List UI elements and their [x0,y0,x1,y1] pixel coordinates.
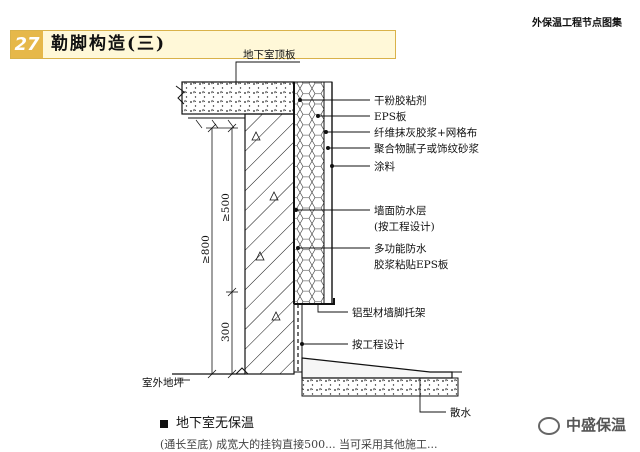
dimension-300: 300 [220,322,232,342]
leader-dots [294,98,334,346]
watermark: 中盛保温 [537,414,626,435]
dimension-500: ≥500 [220,193,232,222]
label-fiber-mortar: 纤维抹灰胶浆+网格布 [374,126,477,139]
wechat-logo-icon [537,416,560,435]
leader-lines [176,61,446,413]
caption-text: 地下室无保温 [176,416,255,431]
label-outdoor-ground: 室外地坪 [142,376,184,389]
drawing-set-label: 外保温工程节点图集 [532,18,622,29]
dimension-800: ≥800 [200,235,212,264]
title-number-badge: 27 [11,31,43,58]
title-bar: 27 勒脚构造(三) [10,30,396,59]
label-aluminum-bracket: 铝型材墙脚托架 [352,306,426,319]
label-waterproof-design: (按工程设计) [374,220,435,233]
eps-insulation-layer [293,81,325,305]
label-multifunction-mortar: 多功能防水 [374,242,427,255]
apron-slab [301,357,462,397]
basement-roof-slab [175,81,295,115]
label-roof-slab: 地下室顶板 [243,48,296,61]
dimension-lines [206,123,238,379]
cutoff-note-text: (通长至底) 成宽大的挂钩直接500... 当可采用其他施工... [160,438,438,451]
watermark-text: 中盛保温 [565,416,626,434]
outdoor-ground-line [172,367,249,375]
waterproof-layer [293,303,303,373]
label-adhesive: 干粉胶粘剂 [374,94,427,107]
aluminum-bracket [294,298,335,305]
page-title: 勒脚构造(三) [51,34,167,54]
bullet-icon [160,419,168,428]
soil-fill [188,117,245,129]
label-eps-board: EPS板 [374,110,407,123]
label-per-design: 按工程设计 [352,338,405,351]
concrete-wall [244,113,295,375]
label-apron: 散水 [450,406,471,419]
label-putty: 聚合物腻子或饰纹砂浆 [374,142,479,155]
section-caption: 地下室无保温 [160,412,254,431]
label-eps-bonding: 胶浆粘贴EPS板 [374,258,449,271]
finish-layer [323,81,333,305]
label-paint: 涂料 [374,160,395,173]
label-waterproof-layer: 墙面防水层 [374,204,427,217]
